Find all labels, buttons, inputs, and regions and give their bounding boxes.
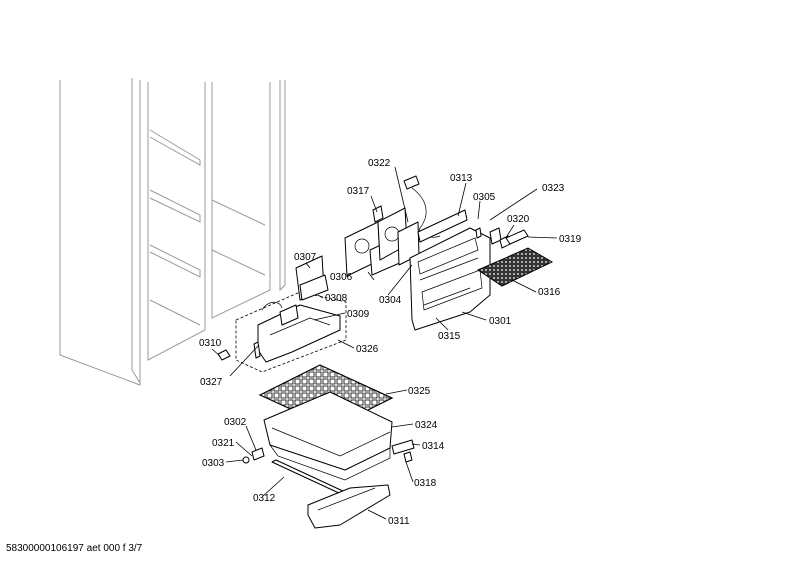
callout-0325: 0325 [408, 386, 431, 397]
callout-0306: 0306 [330, 272, 353, 283]
callout-0319: 0319 [559, 234, 582, 245]
callout-0307: 0307 [294, 252, 317, 263]
fridge-cabinet [59, 78, 286, 386]
callout-0316: 0316 [538, 287, 561, 298]
leader-lines [211, 166, 558, 520]
lower-module [217, 255, 347, 373]
callout-0322: 0322 [368, 158, 391, 169]
callout-0310: 0310 [199, 338, 222, 349]
callout-0301: 0301 [489, 316, 512, 327]
callout-0305: 0305 [473, 192, 496, 203]
callout-0309: 0309 [347, 309, 370, 320]
dispenser-housing [409, 227, 554, 331]
callout-0304: 0304 [379, 295, 402, 306]
callout-0308: 0308 [325, 293, 348, 304]
callout-0312: 0312 [253, 493, 276, 504]
callout-0303: 0303 [202, 458, 225, 469]
callout-0317: 0317 [347, 186, 370, 197]
callout-0314: 0314 [422, 441, 445, 452]
callout-0327: 0327 [200, 377, 223, 388]
callout-0315: 0315 [438, 331, 461, 342]
callout-0313: 0313 [450, 173, 473, 184]
callout-0326: 0326 [356, 344, 379, 355]
callout-0320: 0320 [507, 214, 530, 225]
callout-labels: 0322 0317 0313 0305 0323 0320 0319 0316 … [199, 158, 582, 527]
callout-0321: 0321 [212, 438, 235, 449]
callout-0323: 0323 [542, 183, 565, 194]
callout-0324: 0324 [415, 420, 438, 431]
document-footer: 58300000106197 aet 000 f 3/7 [6, 543, 143, 554]
callout-0302: 0302 [224, 417, 247, 428]
crisper-drawer-assembly [242, 364, 415, 529]
callout-0311: 0311 [388, 516, 410, 527]
callout-0318: 0318 [414, 478, 437, 489]
